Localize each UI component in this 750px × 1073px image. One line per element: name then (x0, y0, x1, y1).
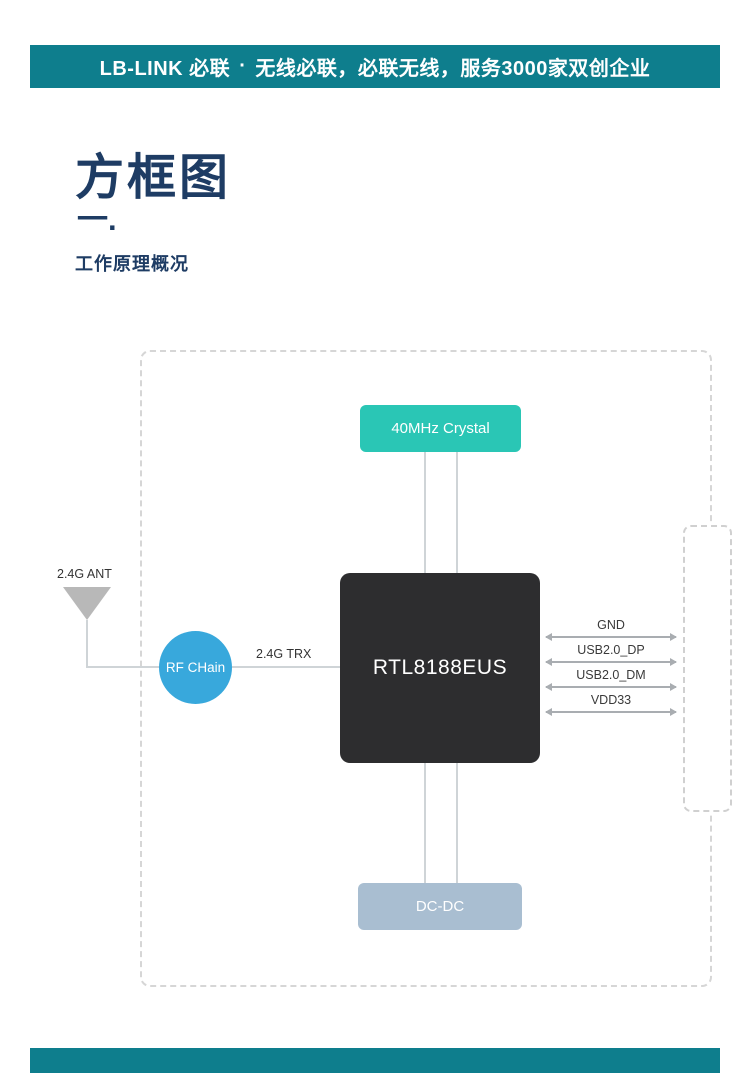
antenna-icon (63, 587, 111, 620)
antenna-label: 2.4G ANT (57, 567, 112, 581)
banner-tagline: 无线必联，必联无线，服务3000家双创企业 (255, 58, 651, 80)
crystal-node: 40MHz Crystal (360, 405, 521, 452)
bus-row-usb-dp: USB2.0_DP (545, 643, 677, 666)
arrow-right-icon (670, 682, 677, 691)
arrow-left-icon (545, 682, 552, 691)
arrow-right-icon (670, 707, 677, 716)
bus-row-gnd: GND (545, 618, 677, 641)
bus-label: USB2.0_DP (577, 643, 645, 657)
trx-line (232, 666, 340, 668)
antenna-horizontal-line (86, 666, 164, 668)
section-subtitle: 工作原理概况 (75, 254, 189, 274)
arrow-left-icon (545, 657, 552, 666)
arrow-right-icon (670, 657, 677, 666)
section-marker: 一. (77, 202, 117, 237)
bus-row-usb-dm: USB2.0_DM (545, 668, 677, 691)
top-banner: LB-LINK 必联 · 无线必联，必联无线，服务3000家双创企业 (30, 45, 720, 88)
bus-arrow (545, 682, 677, 691)
footer-bar (30, 1048, 720, 1073)
crystal-chip-line-2 (456, 452, 458, 573)
arrow-left-icon (545, 632, 552, 641)
bus-label: USB2.0_DM (576, 668, 646, 682)
usb-connector-bracket (683, 525, 732, 812)
antenna-vertical-line (86, 620, 88, 668)
chip-dcdc-line-1 (424, 763, 426, 883)
chip-dcdc-line-2 (456, 763, 458, 883)
page-title: 方框图 (75, 151, 232, 205)
bus-arrow (545, 657, 677, 666)
bus-row-vdd33: VDD33 (545, 693, 677, 716)
chip-node: RTL8188EUS (340, 573, 540, 763)
crystal-chip-line-1 (424, 452, 426, 573)
lb-link-logo: LB-LINK 必联 (99, 58, 231, 80)
trx-label: 2.4G TRX (256, 647, 312, 661)
dcdc-node: DC-DC (358, 883, 522, 930)
banner-separator: · (239, 55, 247, 77)
bus-label: GND (597, 618, 625, 632)
arrow-right-icon (670, 632, 677, 641)
bus-label: VDD33 (590, 693, 632, 707)
bus-arrow (545, 707, 677, 716)
arrow-left-icon (545, 707, 552, 716)
bus-arrow (545, 632, 677, 641)
rf-chain-node: RF CHain (159, 631, 232, 704)
